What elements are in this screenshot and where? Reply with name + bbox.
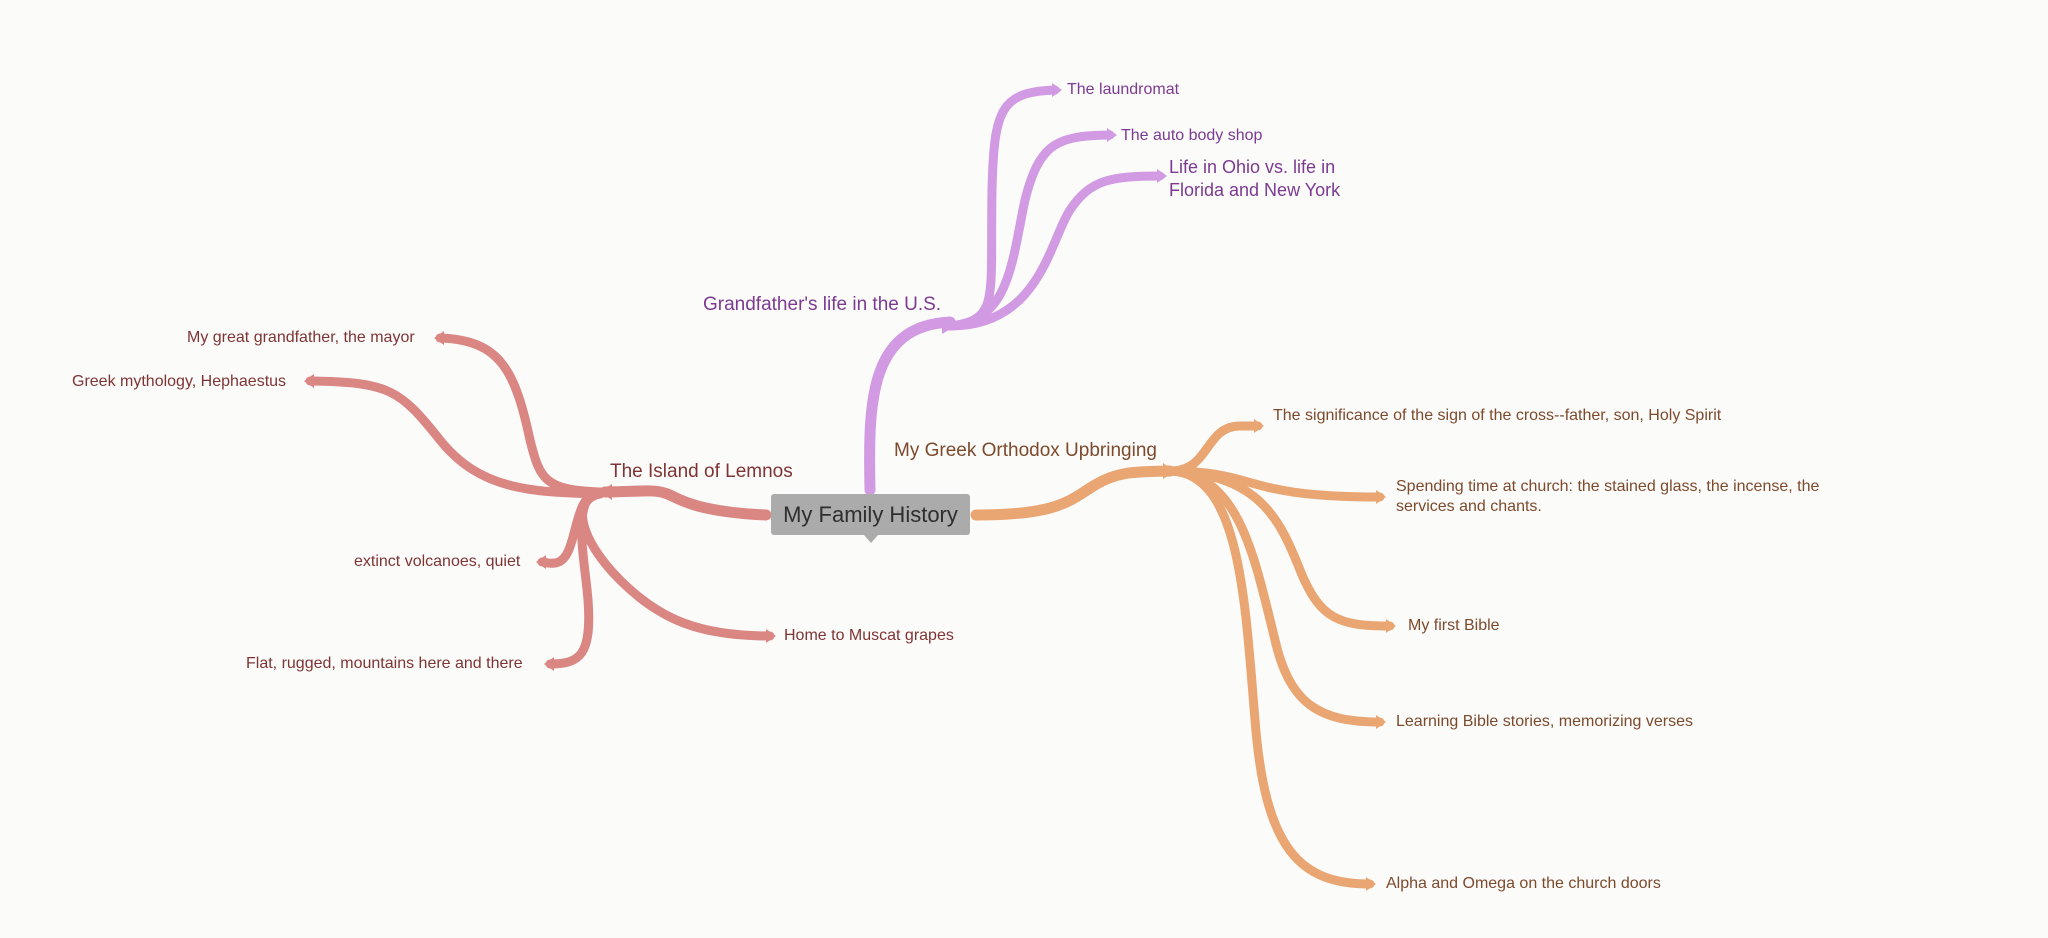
topic-greek-orthodox[interactable]: My Greek Orthodox Upbringing — [894, 440, 1157, 461]
leaf-extinct-volcanoes[interactable]: extinct volcanoes, quiet — [354, 553, 521, 570]
arrow-orthodox-bible — [1386, 619, 1396, 633]
connector-lemnos-mayor — [435, 333, 605, 497]
leaf-flat-rugged[interactable]: Flat, rugged, mountains here and there — [246, 655, 523, 672]
connector-center-orthodox — [970, 465, 1176, 521]
connector-us-ohio — [945, 171, 1165, 331]
arrow-lemnos-mythology — [304, 374, 314, 388]
leaf-laundromat[interactable]: The laundromat — [1067, 81, 1180, 98]
connector-orthodox-alpha — [1167, 466, 1375, 889]
arrow-orthodox-alpha — [1366, 877, 1376, 891]
arrow-orthodox-cross — [1254, 419, 1264, 433]
arrow-lemnos-topic — [600, 484, 612, 500]
central-topic-pointer — [864, 535, 878, 543]
leaf-greek-mythology[interactable]: Greek mythology, Hephaestus — [72, 373, 287, 390]
arrow-orthodox-church — [1376, 490, 1386, 504]
arrow-us-laundromat — [1052, 83, 1062, 97]
arrow-us-autobody — [1107, 128, 1117, 142]
arrow-lemnos-mayor — [434, 331, 444, 345]
arrow-lemnos-muscat — [766, 629, 776, 643]
topic-grandfather-us[interactable]: Grandfather's life in the U.S. — [703, 294, 942, 315]
arrow-us-ohio — [1157, 169, 1167, 183]
connector-center-us — [864, 316, 956, 496]
central-topic-label: My Family History — [783, 501, 958, 527]
connector-orthodox-bible — [1167, 466, 1395, 631]
leaf-bible-stories[interactable]: Learning Bible stories, memorizing verse… — [1396, 713, 1694, 730]
leaf-muscat-grapes[interactable]: Home to Muscat grapes — [784, 627, 954, 644]
connector-orthodox-cross — [1167, 421, 1263, 476]
leaf-alpha-omega[interactable]: Alpha and Omega on the church doors — [1386, 875, 1661, 892]
leaf-time-at-church[interactable]: Spending time at church: the stained gla… — [1396, 478, 1820, 515]
leaf-life-ohio[interactable]: Life in Ohio vs. life in Florida and New… — [1169, 157, 1341, 200]
arrow-lemnos-flat — [544, 657, 554, 671]
connector-lemnos-muscat — [578, 489, 775, 641]
leaf-first-bible[interactable]: My first Bible — [1408, 617, 1500, 634]
connector-orthodox-stories — [1167, 466, 1385, 727]
leaf-great-grandfather-mayor[interactable]: My great grandfather, the mayor — [187, 329, 415, 346]
central-topic[interactable]: My Family History — [771, 494, 970, 535]
arrow-orthodox-stories — [1376, 715, 1386, 729]
connector-center-lemnos — [599, 485, 772, 521]
topic-island-lemnos[interactable]: The Island of Lemnos — [610, 461, 793, 482]
connector-lemnos-mythology — [305, 376, 605, 499]
leaf-sign-of-cross[interactable]: The significance of the sign of the cros… — [1273, 407, 1722, 424]
arrow-lemnos-volcanoes — [536, 555, 546, 569]
leaf-auto-body-shop[interactable]: The auto body shop — [1121, 127, 1263, 144]
arrow-us-topic — [942, 318, 956, 334]
connector-us-autobody — [945, 130, 1115, 331]
